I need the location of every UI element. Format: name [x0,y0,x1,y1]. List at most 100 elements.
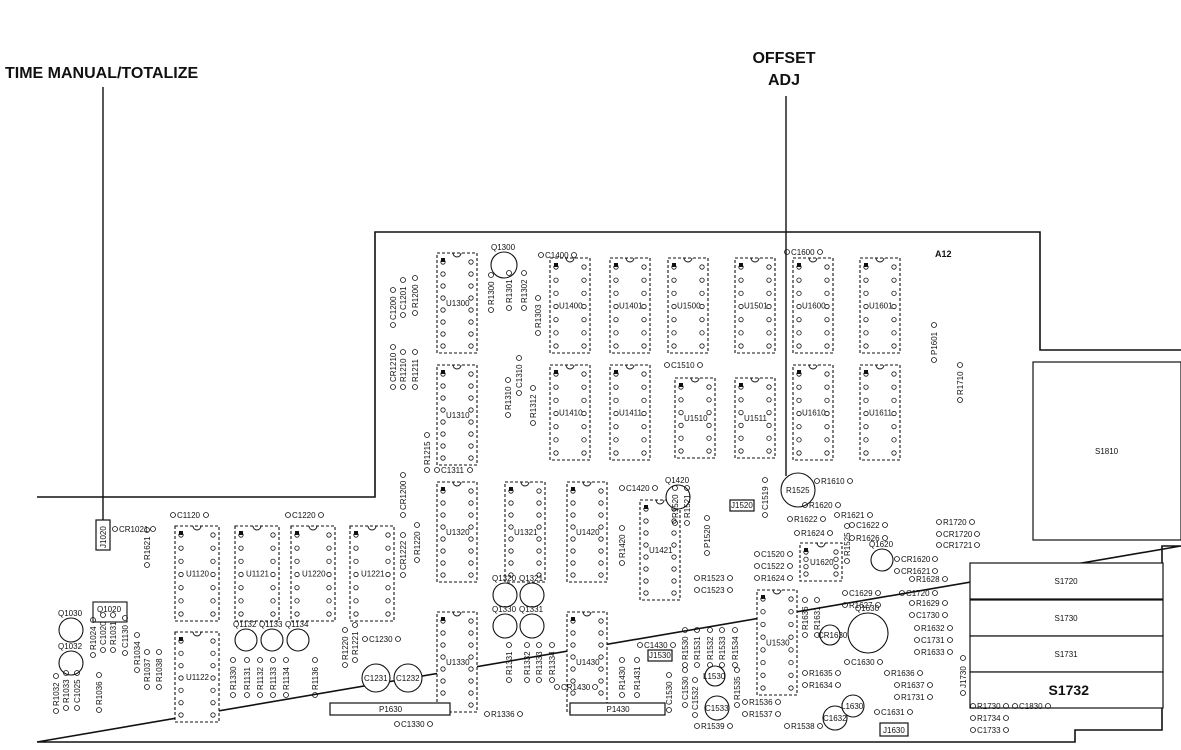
solder-pad [942,612,948,618]
connector-body [729,499,755,512]
part-label: C1733 [977,726,1001,735]
ic-pin [440,307,446,313]
ic-body [609,364,651,461]
ic-pin [553,424,559,430]
ic-pin [440,548,446,554]
ic-pin [440,630,446,636]
transistor-label: Q1030 [58,609,83,618]
ic-label: U1610 [802,409,826,418]
switch-label: S1730 [1055,614,1079,623]
switch-s1810: S1810 [1032,361,1181,541]
ic-pin [796,397,802,403]
solder-pad [63,670,69,676]
ic-pin [863,303,869,310]
ic-pin [468,654,474,660]
transistor-q1620: Q1620 [869,540,894,572]
ic-pin [766,303,772,310]
vpart-label: R1331 [505,651,514,675]
ic-label: U1120 [186,570,210,579]
ic-notch [565,257,575,263]
ic-label: U1530 [766,639,790,648]
vpart-label: R1131 [243,666,252,690]
ic-pin [863,290,869,296]
transistor-body [490,251,518,279]
ic-pin [178,585,184,591]
ic-body [549,257,591,354]
solder-pad [894,682,900,688]
vpart-cr1222: CR1222 [399,532,408,578]
ic-pin [863,397,869,403]
solder-pad [134,667,140,673]
transistor-label: Q1132 [233,620,257,629]
ic-pin [178,545,184,551]
part-label: C1220 [292,511,316,520]
ic-pin [581,397,587,403]
ic-pin [738,397,744,403]
ic-pin [440,419,446,425]
solder-pad [619,657,625,663]
part-r1610: R1610 [814,477,853,486]
ic-pin [508,500,514,506]
ic-pin [891,317,897,323]
transistor-label: Q1020 [97,605,122,614]
solder-pad [734,667,740,673]
ic-notch [750,377,760,383]
ic-notch [452,611,462,617]
ic-pin [536,572,542,578]
solder-pad [400,384,406,390]
ic-pin [178,532,184,538]
solder-pad [970,703,976,709]
vpart-label: R1631 [813,606,822,630]
ic-pin [824,410,830,417]
part-label: R1610 [821,477,845,486]
vpart-c1530: C1530 [665,672,674,713]
ic-pin [863,410,869,417]
ic-pin [643,590,649,596]
ic-pin [468,395,474,401]
ic-u1500: U1500 [667,257,709,354]
ic-pin [641,450,647,456]
part-label: R1635 [809,669,833,678]
solder-pad [506,270,512,276]
ic-pin [581,303,587,310]
transistor-label: Q1032 [58,642,83,651]
ic-pin [210,571,216,578]
ic-notch [808,257,818,263]
ic-u1400: U1400 [549,257,591,354]
ic-pin [766,277,772,283]
ic-body [792,364,834,461]
ic-pin [863,371,869,377]
ic-pin [760,685,766,691]
connector-label: J1530 [649,651,671,660]
vpart-r1312: R1312 [529,385,538,426]
ic-pin [863,343,869,349]
ic-pin [553,277,559,283]
transistor-q1630: Q1630 [847,604,889,654]
solder-pad [827,530,833,536]
ic-pin [598,666,604,672]
vpart-r1133: R1133 [269,657,278,698]
solder-pad [835,670,841,676]
vpart-r1531: R1531 [693,627,702,668]
solder-pad [936,531,942,537]
ic-pin [553,264,559,270]
ic-pin [796,410,802,417]
part-c1730: C1730 [909,611,948,620]
part-cr1620: CR1620 [894,555,938,564]
ic-pin [581,371,587,377]
ic-pin [326,571,332,578]
vpart-label: R1038 [155,658,164,682]
ic-pin [641,290,647,296]
vpart-label: R1132 [256,666,265,690]
ic-u1321: U1321 [504,481,546,583]
solder-pad [549,677,555,683]
part-label: R1538 [791,722,815,731]
vpart-r1220: R1220 [341,627,350,668]
solder-pad [875,602,881,608]
ic-body [174,631,220,723]
solder-pad [203,512,209,518]
solder-pad [400,532,406,538]
ic-pin [598,488,604,494]
ic-pin [738,317,744,323]
part-r1734: R1734 [970,714,1009,723]
